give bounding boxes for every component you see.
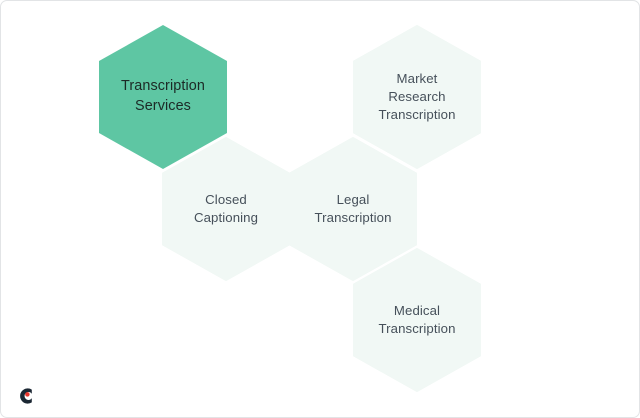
brand-logo bbox=[15, 385, 37, 407]
hexagon-label-medical-transcription: Medical Transcription bbox=[378, 303, 456, 336]
hexagon-label-market-research-transcription: Market Research Transcription bbox=[378, 71, 456, 122]
hexagon-label-transcription-services: Transcription Services bbox=[121, 78, 205, 114]
hexagon-market-research-transcription[interactable]: Market Research Transcription bbox=[353, 25, 481, 169]
hexagon-label-legal-transcription: Legal Transcription bbox=[314, 192, 392, 225]
hexagon-label-closed-captioning: Closed Captioning bbox=[193, 192, 259, 225]
